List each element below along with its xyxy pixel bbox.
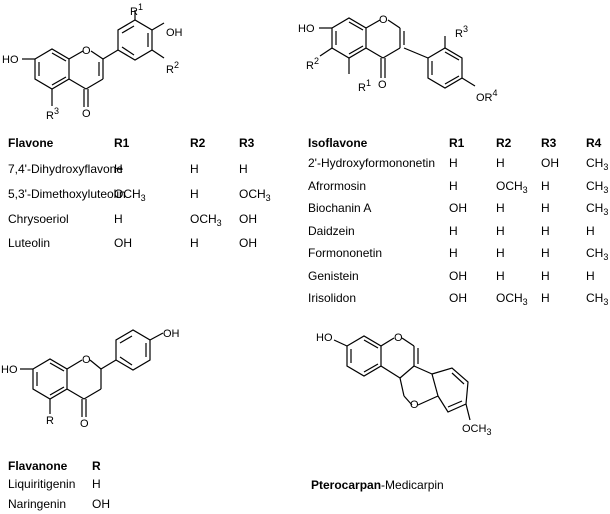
flavone-row-r1: H [114, 162, 123, 176]
isoflavone-header-r2: R2 [496, 136, 512, 150]
pterocarpan-o1-label: O [394, 332, 403, 344]
isoflavone-header: Isoflavone [308, 136, 368, 150]
isoflavone-row-r4: CH3 [586, 156, 609, 172]
pterocarpan-structure [333, 335, 471, 421]
isoflavone-row-r1: H [449, 156, 458, 170]
isoflavone-row-r2: H [496, 246, 505, 260]
isoflavone-row-r2: H [496, 156, 505, 170]
isoflavone-header-r1: R1 [449, 136, 465, 150]
isoflavone-row-r3: H [541, 291, 550, 305]
pterocarpan-och3-label: OCH3 [462, 423, 492, 437]
flavone-row-r3: OH [239, 236, 257, 250]
flavone-header-r1: R1 [114, 136, 130, 150]
flavanone-row-r: H [92, 477, 101, 491]
flavanone-row-name: Liquiritigenin [8, 477, 76, 491]
isoflavone-r3-label: R3 [455, 24, 468, 40]
flavone-row-r1: OH [114, 236, 132, 250]
isoflavone-row-r2: H [496, 268, 505, 283]
flavone-header-r3: R3 [239, 136, 255, 150]
isoflavone-row-r4: CH3 [586, 178, 609, 195]
isoflavone-row-r2: H [496, 201, 505, 215]
isoflavone-row-r3: H [541, 178, 550, 193]
isoflavone-row-r1: H [449, 246, 458, 260]
flavanone-r-label: R [46, 415, 54, 427]
isoflavone-keto-o-label: O [378, 79, 387, 91]
flavone-row-r3: H [239, 162, 248, 176]
flavone-row-r2: H [190, 162, 199, 176]
flavone-row-r1: OCH3 [114, 187, 146, 203]
flavanone-header: Flavanone [8, 459, 68, 473]
flavanone-keto-o-label: O [80, 418, 89, 430]
isoflavone-row-r3: H [541, 201, 550, 215]
isoflavone-row-r4: CH3 [586, 291, 609, 307]
flavone-row-r3: OH [239, 212, 257, 226]
isoflavone-row-r1: H [449, 223, 458, 238]
isoflavone-ho-label: HO [298, 23, 315, 35]
isoflavone-row-r3: H [541, 246, 550, 260]
isoflavone-header-r3: R3 [541, 136, 557, 150]
flavone-oh-label: OH [166, 27, 183, 39]
flavone-row-r3: OCH3 [239, 187, 271, 203]
isoflavone-row-r1: H [449, 178, 458, 193]
isoflavone-row-r1: OH [449, 268, 467, 283]
flavanone-oh-label: OH [163, 328, 180, 340]
flavanone-ring-o-label: O [82, 354, 91, 366]
isoflavone-structure [319, 17, 476, 89]
pterocarpan-title: Pterocarpan-Medicarpin [311, 478, 444, 492]
flavone-header: Flavone [8, 136, 54, 150]
flavanone-ho-label: HO [1, 364, 18, 376]
pterocarpan-title-bold: Pterocarpan [311, 478, 382, 492]
pterocarpan-title-rest: -Medicarpin [381, 478, 444, 492]
pterocarpan-o2-label: O [410, 399, 419, 411]
isoflavone-row-name: Daidzein [308, 223, 355, 238]
flavone-row-r2: H [190, 187, 199, 201]
isoflavone-row-r4: CH3 [586, 246, 609, 262]
isoflavone-row-r2: H [496, 223, 505, 238]
isoflavone-row-name: Formononetin [308, 246, 383, 260]
flavone-row-r2: H [190, 236, 199, 250]
isoflavone-row-r2: OCH3 [496, 178, 528, 195]
isoflavone-r2-label: R2 [306, 56, 319, 72]
isoflavone-row-r3: H [541, 223, 550, 238]
isoflavone-row-name: Biochanin A [308, 201, 372, 215]
flavone-row-name: Chrysoeriol [8, 212, 69, 226]
isoflavone-ring-o-label: O [379, 14, 388, 26]
flavone-row-name: Luteolin [8, 236, 51, 250]
isoflavone-row-name: 2'-Hydroxyformononetin [308, 156, 436, 170]
isoflavone-row-name: Afrormosin [308, 178, 367, 193]
flavone-row-name: 5,3'-Dimethoxyluteolin [8, 187, 126, 201]
flavone-keto-o-label: O [82, 108, 91, 120]
flavone-row-name: 7,4'-Dihydroxyflavone [8, 162, 124, 176]
flavone-ho-label: HO [2, 54, 19, 66]
flavone-structure [22, 10, 165, 107]
isoflavone-header-r4: R4 [586, 136, 602, 150]
isoflavone-or4-label: OR4 [476, 88, 498, 104]
isoflavone-row-name: Genistein [308, 268, 359, 283]
isoflavone-row-name: Irisolidon [308, 291, 357, 305]
isoflavone-row-r1: OH [449, 291, 467, 305]
isoflavone-row-r1: OH [449, 201, 467, 215]
flavone-row-r1: H [114, 212, 123, 226]
flavone-ring-o-label: O [82, 45, 91, 57]
isoflavone-row-r3: H [541, 268, 550, 283]
isoflavone-row-r4: H [586, 223, 595, 238]
flavone-header-r2: R2 [190, 136, 206, 150]
isoflavone-row-r2: OCH3 [496, 291, 528, 307]
flavanone-row-name: Naringenin [8, 497, 67, 511]
flavone-row-r2: OCH3 [190, 212, 222, 228]
isoflavone-r1-label: R1 [358, 78, 371, 94]
pterocarpan-ho-label: HO [316, 332, 333, 344]
flavanone-row-r: OH [92, 497, 110, 511]
flavanone-structure [20, 329, 164, 417]
flavone-r3-label: R3 [46, 106, 59, 122]
flavone-r2-label: R2 [166, 60, 179, 76]
flavone-r1-label: R1 [130, 2, 143, 18]
flavanone-header-r: R [92, 459, 101, 473]
isoflavone-row-r4: H [586, 268, 595, 283]
isoflavone-row-r3: OH [541, 156, 559, 170]
isoflavone-row-r4: CH3 [586, 201, 609, 217]
